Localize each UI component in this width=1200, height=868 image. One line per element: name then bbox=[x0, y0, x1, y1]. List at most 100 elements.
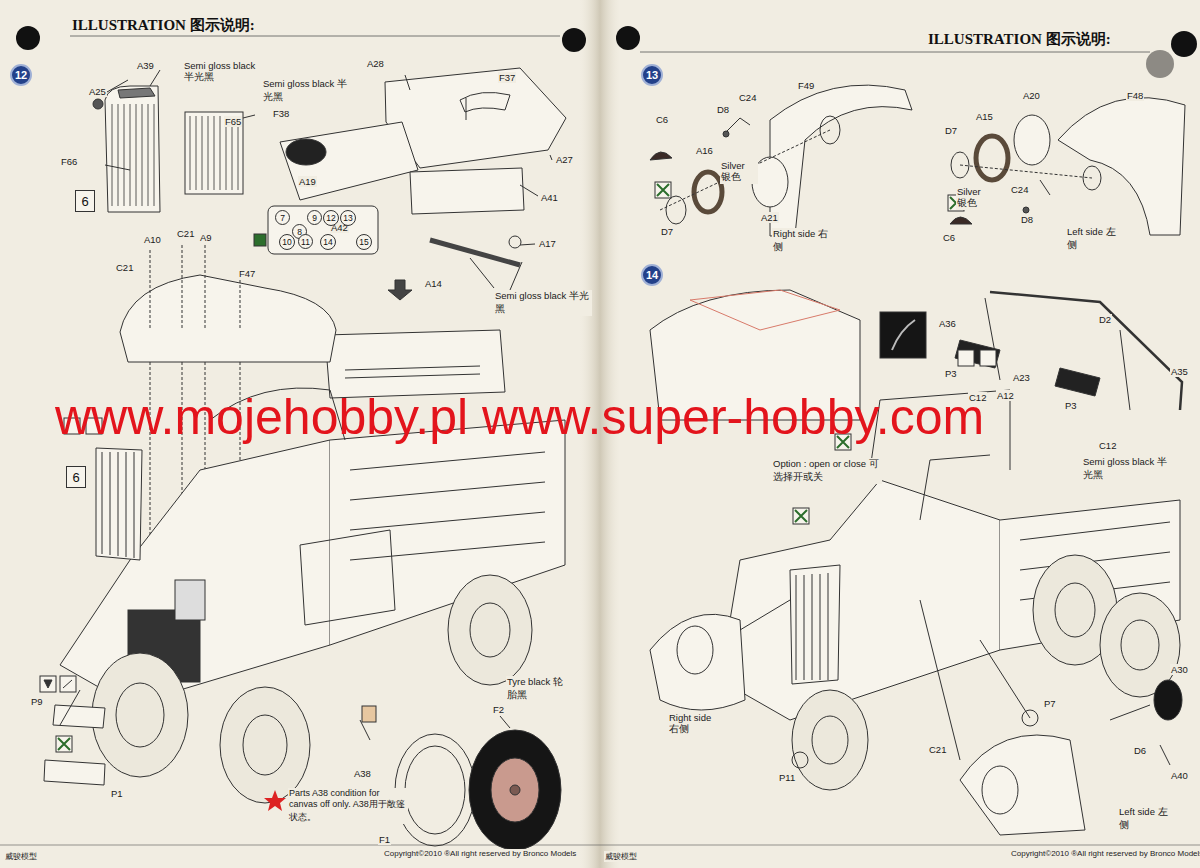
part-label: C24 bbox=[738, 92, 757, 103]
page-header: ILLUSTRATION 图示说明: bbox=[72, 16, 255, 35]
part-label: A38 bbox=[353, 768, 372, 779]
part-label: Right side 右侧 bbox=[772, 228, 830, 254]
part-label: D8 bbox=[716, 104, 730, 115]
decal-number: 15 bbox=[356, 234, 372, 250]
watermark: www.mojehobby.pl www.super-hobby.com bbox=[55, 392, 984, 442]
decal-number: 14 bbox=[320, 234, 336, 250]
subassembly-box-text: 6 bbox=[81, 194, 88, 209]
part-label: C21 bbox=[115, 262, 134, 273]
part-label: D7 bbox=[944, 125, 958, 136]
footer-text: Copyright©2010 ®All right reserved by Br… bbox=[383, 849, 577, 858]
part-label: Semi gloss black 半光黑 bbox=[494, 290, 592, 316]
part-label: C12 bbox=[1098, 440, 1117, 451]
part-label: F1 bbox=[378, 834, 391, 845]
part-label: Silver 银色 bbox=[720, 160, 758, 184]
header-rule bbox=[640, 52, 1150, 53]
part-label: Semi gloss black 半光黑 bbox=[183, 60, 267, 84]
part-label: F47 bbox=[238, 268, 256, 279]
part-label: Left side 左侧 bbox=[1066, 226, 1124, 252]
part-label: A25 bbox=[88, 86, 107, 97]
part-label: P7 bbox=[1043, 698, 1057, 709]
part-label: A21 bbox=[760, 212, 779, 223]
subassembly-box: 6 bbox=[75, 190, 95, 212]
part-label: F37 bbox=[498, 72, 516, 83]
decal-number-text: 15 bbox=[359, 237, 368, 247]
note-text: Parts A38 condition for canvas off only.… bbox=[288, 788, 408, 824]
part-label: A9 bbox=[199, 232, 213, 243]
truck-full bbox=[650, 290, 1182, 835]
part-label: A27 bbox=[555, 154, 574, 165]
decal-number: 11 bbox=[298, 234, 313, 249]
part-label: A28 bbox=[366, 58, 385, 69]
part-label: A36 bbox=[938, 318, 957, 329]
part-label: Option : open or close 可选择开或关 bbox=[772, 458, 882, 484]
decal-number: 12 bbox=[323, 210, 339, 226]
part-label: A12 bbox=[996, 390, 1015, 401]
part-label: A20 bbox=[1022, 90, 1041, 101]
part-label: P3 bbox=[1064, 400, 1078, 411]
part-label: C6 bbox=[942, 232, 956, 243]
decal-number-text: 9 bbox=[312, 213, 317, 223]
part-label: F38 bbox=[272, 108, 290, 119]
part-label: Semi gloss black 半光黑 bbox=[1082, 456, 1174, 482]
decal-number-text: 10 bbox=[282, 237, 291, 247]
footer-text: 威骏模型 bbox=[4, 851, 38, 862]
decal-number-text: 14 bbox=[323, 237, 332, 247]
part-label: A16 bbox=[695, 145, 714, 156]
part-label: D8 bbox=[1020, 214, 1034, 225]
part-label: C21 bbox=[176, 228, 195, 239]
header-rule bbox=[70, 36, 560, 37]
decal-number-text: 11 bbox=[301, 237, 310, 247]
part-label: Semi gloss black 半光黑 bbox=[262, 78, 350, 104]
decal-number: 7 bbox=[275, 210, 290, 225]
step-number-text: 14 bbox=[646, 269, 658, 281]
part-label: Left side 左侧 bbox=[1118, 806, 1172, 832]
part-label: D2 bbox=[1098, 314, 1112, 325]
part-label: A19 bbox=[298, 176, 317, 187]
part-label: A35 bbox=[1170, 366, 1189, 377]
step13-headlights bbox=[650, 85, 1185, 236]
part-label: D7 bbox=[660, 226, 674, 237]
part-label: F65 bbox=[224, 116, 242, 127]
part-label: P1 bbox=[110, 788, 124, 799]
decal-number: 9 bbox=[307, 210, 322, 225]
step-number: 14 bbox=[641, 264, 663, 286]
part-label: C24 bbox=[1010, 184, 1029, 195]
part-label: P9 bbox=[30, 696, 44, 707]
decal-number: 10 bbox=[279, 234, 295, 250]
part-label: P11 bbox=[778, 772, 796, 783]
part-label: F66 bbox=[60, 156, 78, 167]
step-number: 13 bbox=[641, 64, 663, 86]
step-number-text: 13 bbox=[646, 69, 658, 81]
part-label: A40 bbox=[1170, 770, 1189, 781]
part-label: Silver 银色 bbox=[956, 186, 994, 210]
truck-canvas-off bbox=[40, 388, 565, 850]
part-label: C21 bbox=[928, 744, 947, 755]
decal-number-text: 12 bbox=[326, 213, 335, 223]
part-label: Tyre black 轮胎黑 bbox=[506, 676, 568, 702]
decal-number: 13 bbox=[340, 210, 356, 226]
part-label: A14 bbox=[424, 278, 443, 289]
part-label: Right side 右侧 bbox=[668, 712, 722, 736]
part-label: D6 bbox=[1133, 745, 1147, 756]
decal-number-text: 7 bbox=[280, 213, 285, 223]
part-label: A10 bbox=[143, 234, 162, 245]
part-label: A30 bbox=[1170, 664, 1189, 675]
grey-dot bbox=[1146, 50, 1174, 78]
part-label: F48 bbox=[1126, 90, 1144, 101]
part-label: F2 bbox=[492, 704, 505, 715]
part-label: A15 bbox=[975, 111, 994, 122]
part-label: C12 bbox=[968, 392, 987, 403]
part-label: F49 bbox=[797, 80, 815, 91]
footer-rule bbox=[0, 845, 1200, 846]
part-label: A23 bbox=[1012, 372, 1031, 383]
part-label: P3 bbox=[944, 368, 958, 379]
part-label: C6 bbox=[655, 114, 669, 125]
footer-text: 威骏模型 bbox=[604, 851, 638, 862]
subassembly-box-text: 6 bbox=[72, 470, 79, 485]
part-label: A39 bbox=[136, 60, 155, 71]
footer-text: Copyright©2010 ®All right reserved by Br… bbox=[1010, 849, 1200, 858]
page-header: ILLUSTRATION 图示说明: bbox=[928, 30, 1111, 49]
